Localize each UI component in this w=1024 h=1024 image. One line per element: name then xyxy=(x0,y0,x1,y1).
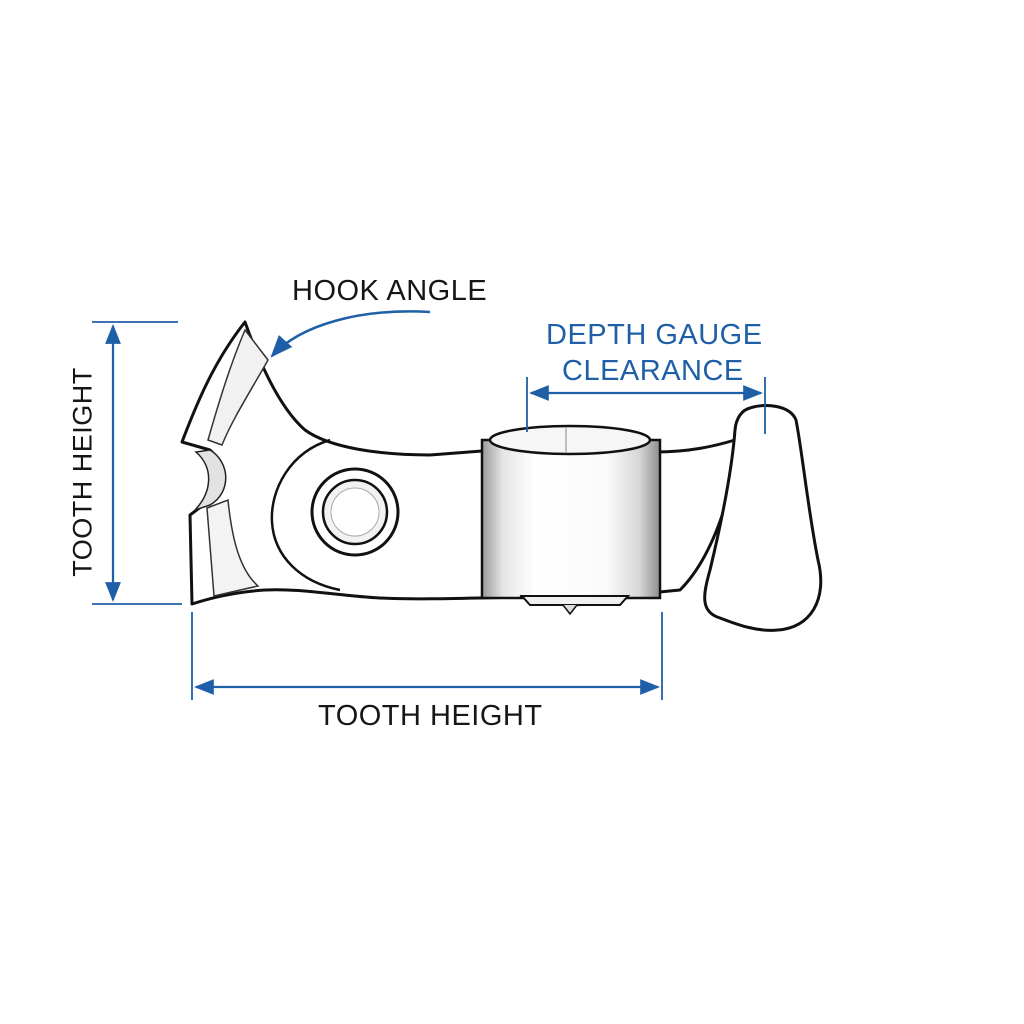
depth-gauge-label-line2: CLEARANCE xyxy=(562,355,744,387)
tooth-height-vertical-label: TOOTH HEIGHT xyxy=(67,367,98,577)
rivet-cylinder xyxy=(480,424,662,616)
rivet-hole xyxy=(310,467,400,557)
depth-gauge xyxy=(703,404,823,632)
depth-gauge-clearance-dimension xyxy=(526,377,766,434)
tooth-height-vertical-dimension xyxy=(92,321,182,605)
hook-angle-label: HOOK ANGLE xyxy=(292,275,488,307)
tooth-height-horizontal-label: TOOTH HEIGHT xyxy=(318,700,543,732)
hook-angle-arrow xyxy=(270,310,431,358)
depth-gauge-label-line1: DEPTH GAUGE xyxy=(546,319,763,351)
tooth-height-horizontal-dimension xyxy=(191,612,663,700)
